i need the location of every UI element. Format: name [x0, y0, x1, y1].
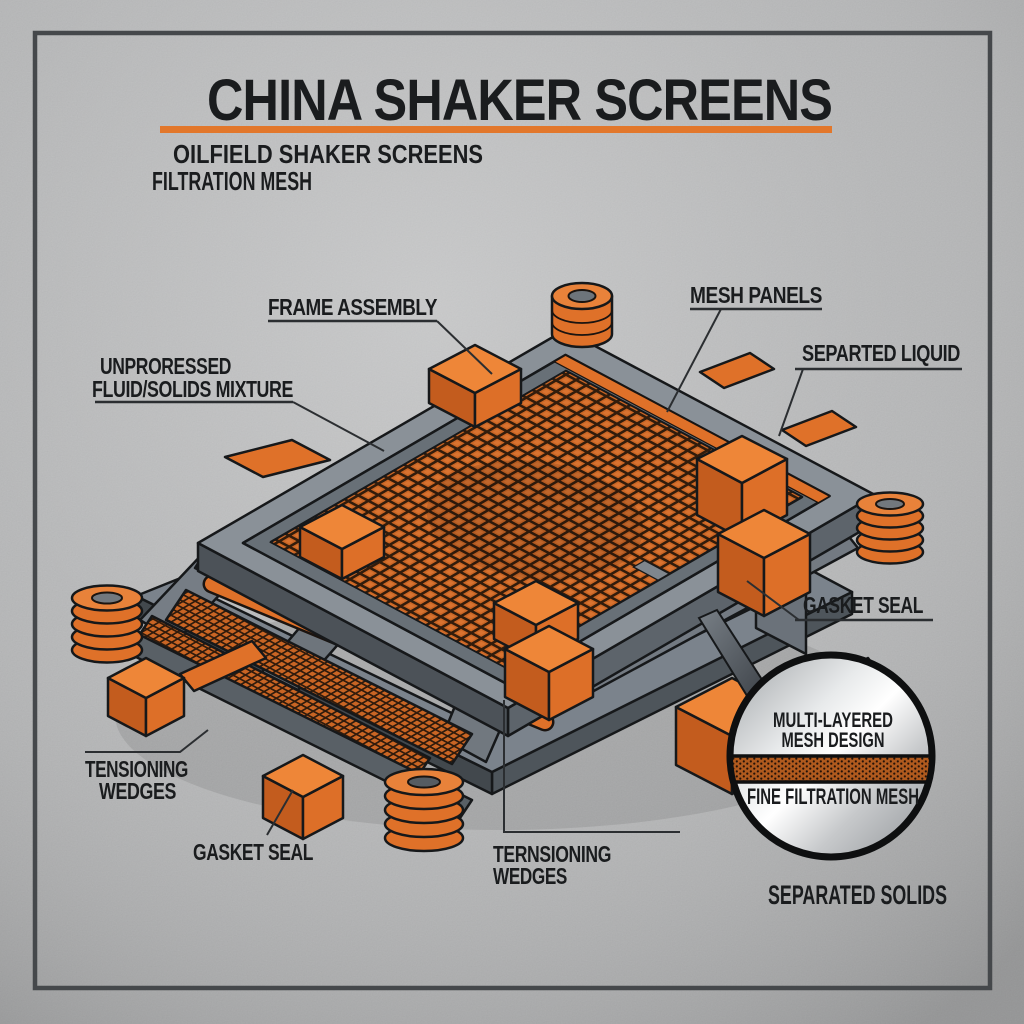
callout-separated-liquid: SEPARTED LIQUID — [778, 340, 962, 437]
label-unprocessed-line1: UNPRORESSED — [100, 353, 231, 379]
feed-tube — [550, 281, 614, 349]
inset-label-line2: MESH DESIGN — [782, 729, 885, 752]
leader-line — [292, 401, 385, 452]
page-title: CHINA SHAKER SCREENS — [207, 68, 832, 133]
label-separated-solids: SEPARATED SOLIDS — [768, 880, 947, 910]
callout-mesh-panels: MESH PANELS — [666, 282, 823, 413]
callout-tensioning-wedges-left: TENSIONING WEDGES — [85, 729, 209, 804]
mesh-latch — [632, 559, 671, 581]
accent-underline — [160, 126, 832, 133]
mesh-band — [733, 756, 929, 782]
leader-line — [778, 368, 804, 437]
label-tensioning-left-line1: TENSIONING — [85, 756, 188, 782]
leader-line — [666, 308, 722, 413]
label-frame-assembly: FRAME ASSEMBLY — [268, 294, 437, 320]
callout-frame-assembly: FRAME ASSEMBLY — [268, 294, 493, 375]
inset-band-label: FINE FILTRATION MESH — [747, 784, 919, 809]
callout-gasket-seal-bottom: GASKET SEAL — [193, 789, 314, 865]
coil-spring-left — [70, 584, 144, 664]
callout-gasket-seal-right: GASKET SEAL — [746, 580, 933, 622]
leader-line — [85, 729, 209, 753]
callout-tensioning-wedges-bottom: TERNSIONING WEDGES — [493, 700, 680, 889]
leader-line — [503, 700, 680, 833]
label-mesh-panels: MESH PANELS — [690, 282, 822, 308]
subtitle-line-2: FILTRATION MESH — [152, 166, 312, 196]
wedge-left-rail — [298, 503, 386, 581]
inset-label-line1: MULTI-LAYERED — [773, 709, 893, 732]
label-gasket-seal-right: GASKET SEAL — [803, 592, 923, 618]
inner-border — [32, 30, 993, 991]
leader-line — [746, 580, 800, 621]
label-tensioning-bottom-line2: WEDGES — [493, 863, 567, 889]
label-unprocessed-line2: FLUID/SOLIDS MIXTURE — [92, 376, 293, 402]
subtitle-line-1: OILFIELD SHAKER SCREENS — [173, 139, 483, 169]
callouts: FRAME ASSEMBLY MESH PANELS UNPRORESSED F… — [85, 282, 962, 889]
coil-spring-bottom — [383, 767, 465, 853]
label-separated-liquid: SEPARTED LIQUID — [802, 340, 960, 366]
wedge-center-b — [503, 624, 595, 722]
detail-inset: MULTI-LAYERED MESH DESIGN FINE FILTRATIO… — [697, 608, 947, 910]
label-tensioning-left-line2: WEDGES — [99, 778, 176, 804]
side-tab-left — [223, 438, 332, 479]
side-tabs — [223, 351, 858, 479]
leader-line — [436, 320, 493, 375]
lower-mesh-strip-a — [164, 588, 474, 766]
gasket-block-left — [106, 639, 268, 738]
gasket-block-bottom — [261, 753, 345, 841]
wedge-gasket-right — [716, 508, 812, 618]
leader-line — [266, 789, 294, 836]
side-tab-right — [780, 409, 858, 448]
wedge-frame-assembly — [427, 343, 523, 429]
header: CHINA SHAKER SCREENS OILFIELD SHAKER SCR… — [152, 68, 833, 196]
label-tensioning-bottom-line1: TERNSIONING — [493, 841, 611, 867]
callout-unprocessed-mixture: UNPRORESSED FLUID/SOLIDS MIXTURE — [92, 353, 385, 452]
label-gasket-seal-bottom: GASKET SEAL — [193, 839, 313, 865]
coil-spring-right — [855, 491, 925, 565]
side-tab-top-right — [698, 351, 776, 390]
screen-mesh-panel — [269, 369, 804, 670]
